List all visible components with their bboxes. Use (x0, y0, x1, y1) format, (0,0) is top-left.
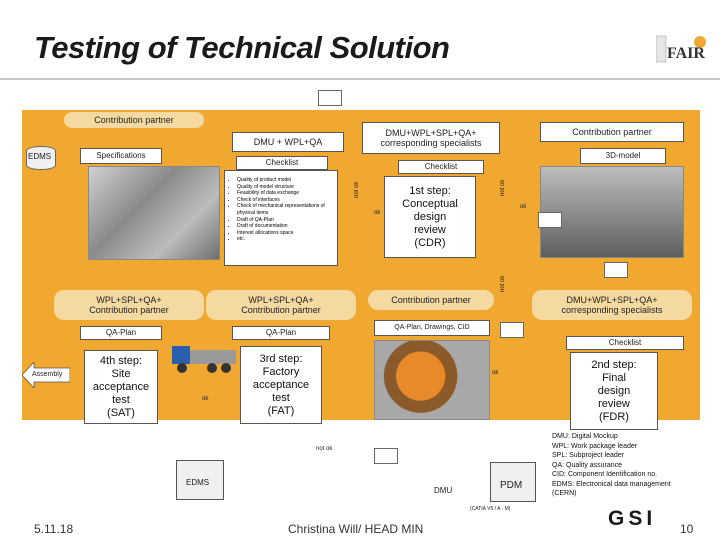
document-icon-right-2 (604, 262, 628, 278)
checklist-item: Quality of model structure (237, 184, 333, 191)
checklist-item: Interest allocations space (237, 230, 333, 237)
truck-icon (172, 340, 238, 376)
dmu-label-bottom: DMU (434, 486, 453, 495)
checklist-item: Check of interfaces (237, 197, 333, 204)
model-3d-label: 3D-model (580, 148, 666, 164)
legend-item: (CERN) (552, 490, 577, 497)
checklist-fdr-label: Checklist (566, 336, 684, 350)
checklist-items-list: Quality of product model Quality of mode… (229, 177, 333, 243)
ok-label-4: ok (492, 370, 499, 376)
qa-plan-mid-label: QA-Plan (232, 326, 330, 340)
document-icon-top (318, 90, 342, 106)
gsi-logo-text: GSI (608, 507, 656, 528)
wpl-spl-qa-header-left: WPL+SPL+QA+ Contribution partner (54, 290, 204, 320)
document-icon-mid (500, 322, 524, 338)
fair-logo-text: FAIR (667, 45, 705, 62)
legend-item: EDMS: Electronical data management (552, 480, 671, 488)
step2-fdr-box: 2nd step: Final design review (FDR) (570, 352, 658, 430)
checklist-item: Check of mechanical representations of p… (237, 203, 333, 216)
document-icon-bottom (374, 448, 398, 464)
pdm-database-icon (490, 462, 536, 502)
edms-database-bottom-icon (176, 460, 224, 500)
step4-sat-box: 4th step: Site acceptance test (SAT) (84, 350, 158, 424)
ok-label-1: ok (374, 210, 381, 216)
fair-logo: FAIR (655, 32, 708, 66)
pdm-label: PDM (500, 480, 523, 491)
dmu-wpl-qa-header: DMU + WPL+QA (232, 132, 344, 152)
checklist-item: Draft of documentation (237, 223, 333, 230)
contribution-partner-top-label: Contribution partner (64, 112, 204, 128)
wpl-spl-qa-header-mid: WPL+SPL+QA+ Contribution partner (206, 290, 356, 320)
footer-author: Christina Will/ HEAD MIN (288, 522, 424, 536)
legend-item: WPL: Work package leader (552, 442, 638, 450)
footer-date: 5.11.18 (34, 522, 74, 536)
checklist-left-label: Checklist (236, 156, 328, 170)
edms-database-icon (26, 146, 56, 170)
qa-plan-drawings-label: QA-Plan, Drawings, CID (374, 320, 490, 336)
checklist-items-box: Quality of product model Quality of mode… (224, 170, 338, 266)
title-divider (0, 78, 720, 80)
product-model-image (88, 166, 220, 260)
document-icon-right (538, 212, 562, 228)
checklist-right-label: Checklist (398, 160, 484, 174)
checklist-item: Quality of product model (237, 177, 333, 184)
3d-model-image (540, 166, 684, 258)
not-ok-label-2: not ok (500, 179, 506, 196)
gsi-logo: GSI (604, 506, 676, 530)
step1-cdr-box: 1st step: Conceptual design review (CDR) (384, 176, 476, 258)
not-ok-label-4: not ok (316, 446, 333, 452)
checklist-item: Feasibility of data exchange (237, 190, 333, 197)
checklist-item: etc. (237, 236, 333, 243)
checklist-item: Draft of QA-Plan (237, 217, 333, 224)
qa-plan-left-label: QA-Plan (80, 326, 162, 340)
contribution-partner-right-header: Contribution partner (540, 122, 684, 142)
contribution-partner-mid-header: Contribution partner (368, 290, 494, 310)
catia-note: (CATIA V5 / A - M) (470, 506, 511, 512)
legend-item: SPL: Subproject leader (552, 452, 624, 459)
dmu-wpl-spl-qa-header-top: DMU+WPL+SPL+QA+ corresponding specialist… (362, 122, 500, 154)
component-photo-image (374, 340, 490, 420)
abbreviation-legend: DMU: Digital Mockup WPL: Work package le… (552, 432, 702, 499)
legend-item: QA: Quality assurance (552, 461, 623, 469)
ok-label-2: ok (520, 204, 527, 210)
edms-label-bottom: EDMS (186, 478, 210, 487)
legend-item: DMU: Digital Mockup (552, 433, 618, 440)
page-title: Testing of Technical Solution (34, 30, 450, 65)
dmu-wpl-spl-qa-header-right: DMU+WPL+SPL+QA+ corresponding specialist… (532, 290, 692, 320)
specifications-label: Specifications (80, 148, 162, 164)
legend-item: CID: Component Identification no. (552, 471, 658, 478)
footer-page-number: 10 (680, 522, 694, 536)
not-ok-label-3: not ok (500, 275, 506, 292)
assembly-label: Assembly (32, 371, 63, 378)
not-ok-label-1: not ok (354, 181, 360, 198)
step3-fat-box: 3rd step: Factory acceptance test (FAT) (240, 346, 322, 424)
edms-label-left: EDMS (28, 152, 52, 161)
ok-label-3: ok (202, 396, 209, 402)
